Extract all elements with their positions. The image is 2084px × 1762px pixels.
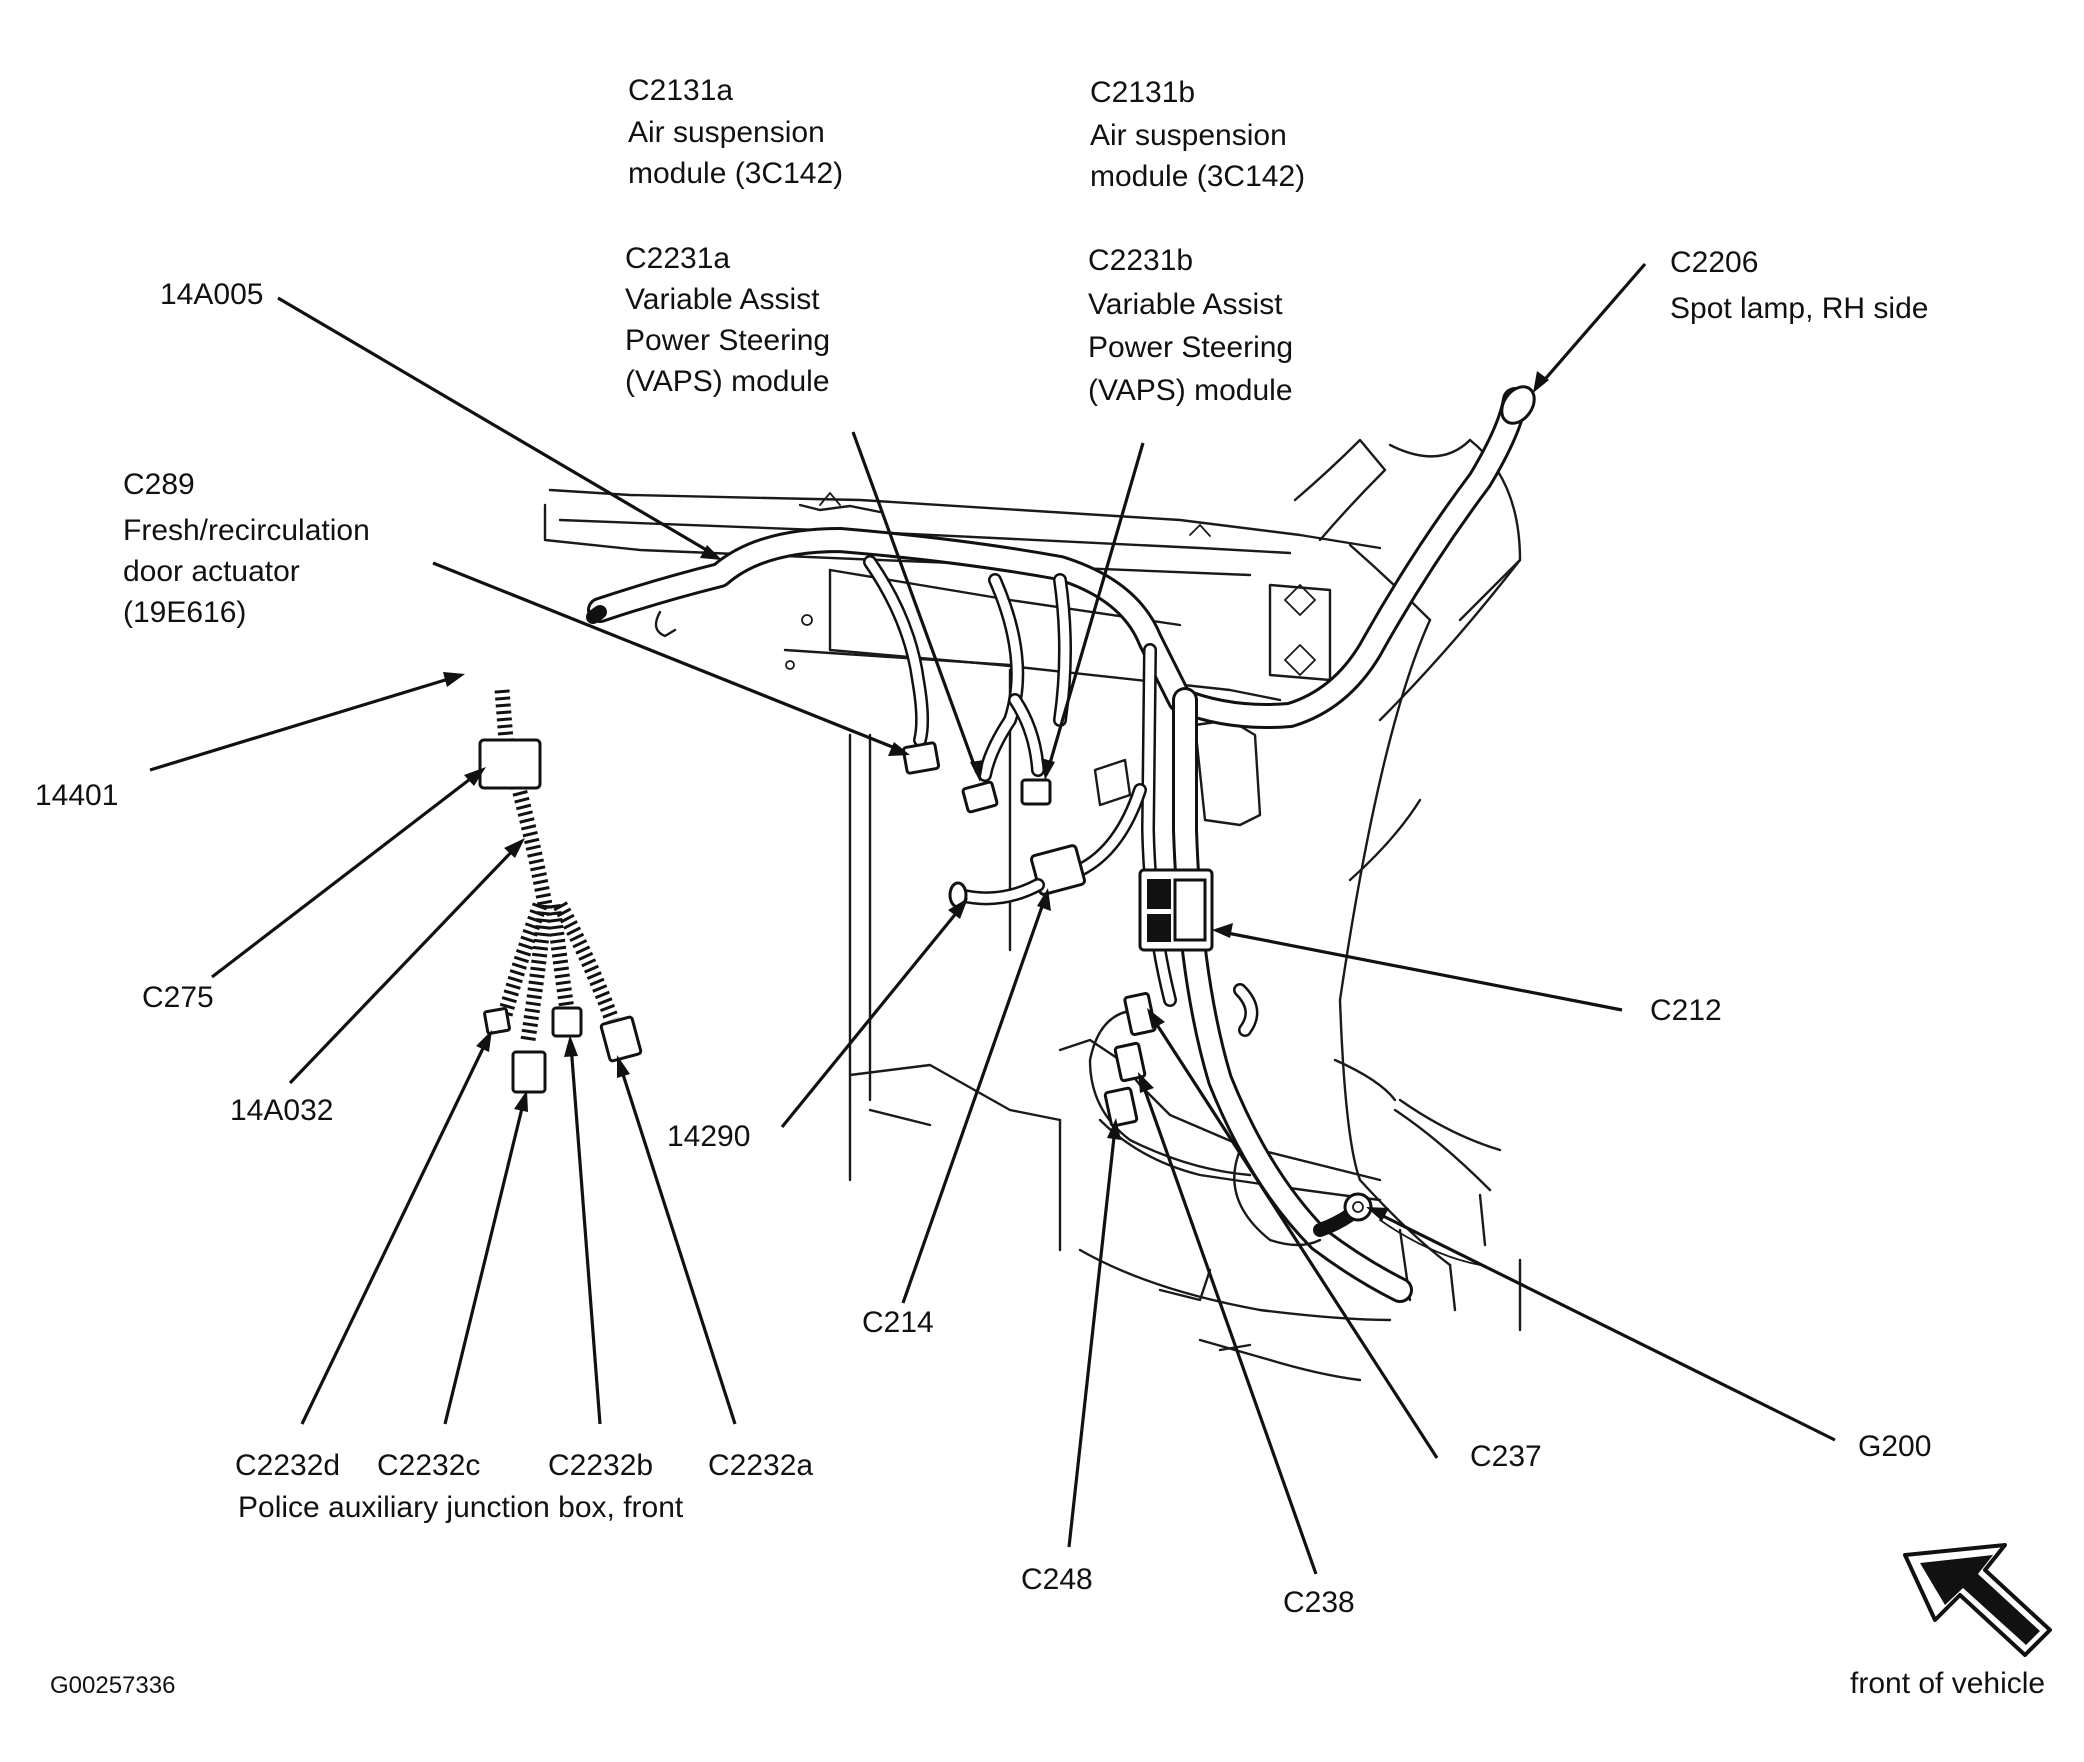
label-c2231a-line2: Power Steering [625,324,830,357]
connector-c275 [478,738,542,790]
label-c2131b-line2: module (3C142) [1090,160,1305,193]
label-c237: C237 [1470,1440,1542,1473]
label-c289-line2: door actuator [123,555,300,588]
connector-c2232a [599,1015,643,1063]
connector-c2231b [1020,778,1052,806]
police-aux-harness [478,689,643,1094]
label-c2231b-line3: (VAPS) module [1088,374,1293,407]
label-g200: G200 [1858,1430,1931,1463]
label-c275: C275 [142,981,214,1014]
label-c289-code: C289 [123,468,195,501]
label-14a032: 14A032 [230,1094,333,1127]
label-c214: C214 [862,1306,934,1339]
label-c2231b-line2: Power Steering [1088,331,1293,364]
label-14290: 14290 [667,1120,750,1153]
connector-c214 [1030,844,1086,896]
front-of-vehicle-label: front of vehicle [1850,1667,2045,1700]
front-of-vehicle-arrow [1903,1543,2052,1657]
label-c212: C212 [1650,994,1722,1027]
callout-labels: C2131a Air suspension module (3C142) C22… [35,74,2045,1700]
vehicle-body-outline [543,438,1522,1382]
label-c2232d: C2232d [235,1449,340,1482]
connector-c2232c [511,1050,547,1094]
label-c2231a-line3: (VAPS) module [625,365,830,398]
connector-c2232d [483,1007,511,1035]
label-c2231a-code: C2231a [625,242,730,275]
label-c248: C248 [1021,1563,1093,1596]
label-junction-box-caption: Police auxiliary junction box, front [238,1491,684,1524]
label-14a005: 14A005 [160,278,263,311]
label-c238: C238 [1283,1586,1355,1619]
label-c2232c: C2232c [377,1449,480,1482]
label-c2232a: C2232a [708,1449,813,1482]
figure-id: G00257336 [50,1672,175,1699]
label-c2206-line1: Spot lamp, RH side [1670,292,1928,325]
label-c289-line1: Fresh/recirculation [123,514,370,547]
label-c2131a-code: C2131a [628,74,733,107]
label-14401: 14401 [35,779,118,812]
connector-c289 [901,741,941,775]
label-c2232b: C2232b [548,1449,653,1482]
connector-c237 [1123,991,1157,1037]
connector-c248 [1103,1086,1139,1128]
leader-lines [149,262,1836,1575]
connector-c238 [1113,1041,1147,1083]
label-c2206-code: C2206 [1670,246,1758,279]
label-c2131a-line2: module (3C142) [628,157,843,190]
label-c2131a-line1: Air suspension [628,116,825,149]
connector-c2131a [961,780,999,814]
label-c289-line3: (19E616) [123,596,246,629]
main-harness-14a005 [586,385,1536,1303]
label-c2231a-line1: Variable Assist [625,283,820,316]
label-c2131b-line1: Air suspension [1090,119,1287,152]
label-c2231b-code: C2231b [1088,244,1193,277]
label-c2131b-code: C2131b [1090,76,1195,109]
main-harness-connectors [901,741,1214,1128]
connector-c212 [1138,868,1214,952]
connector-c2232b [551,1006,583,1038]
label-c2231b-line1: Variable Assist [1088,288,1283,321]
